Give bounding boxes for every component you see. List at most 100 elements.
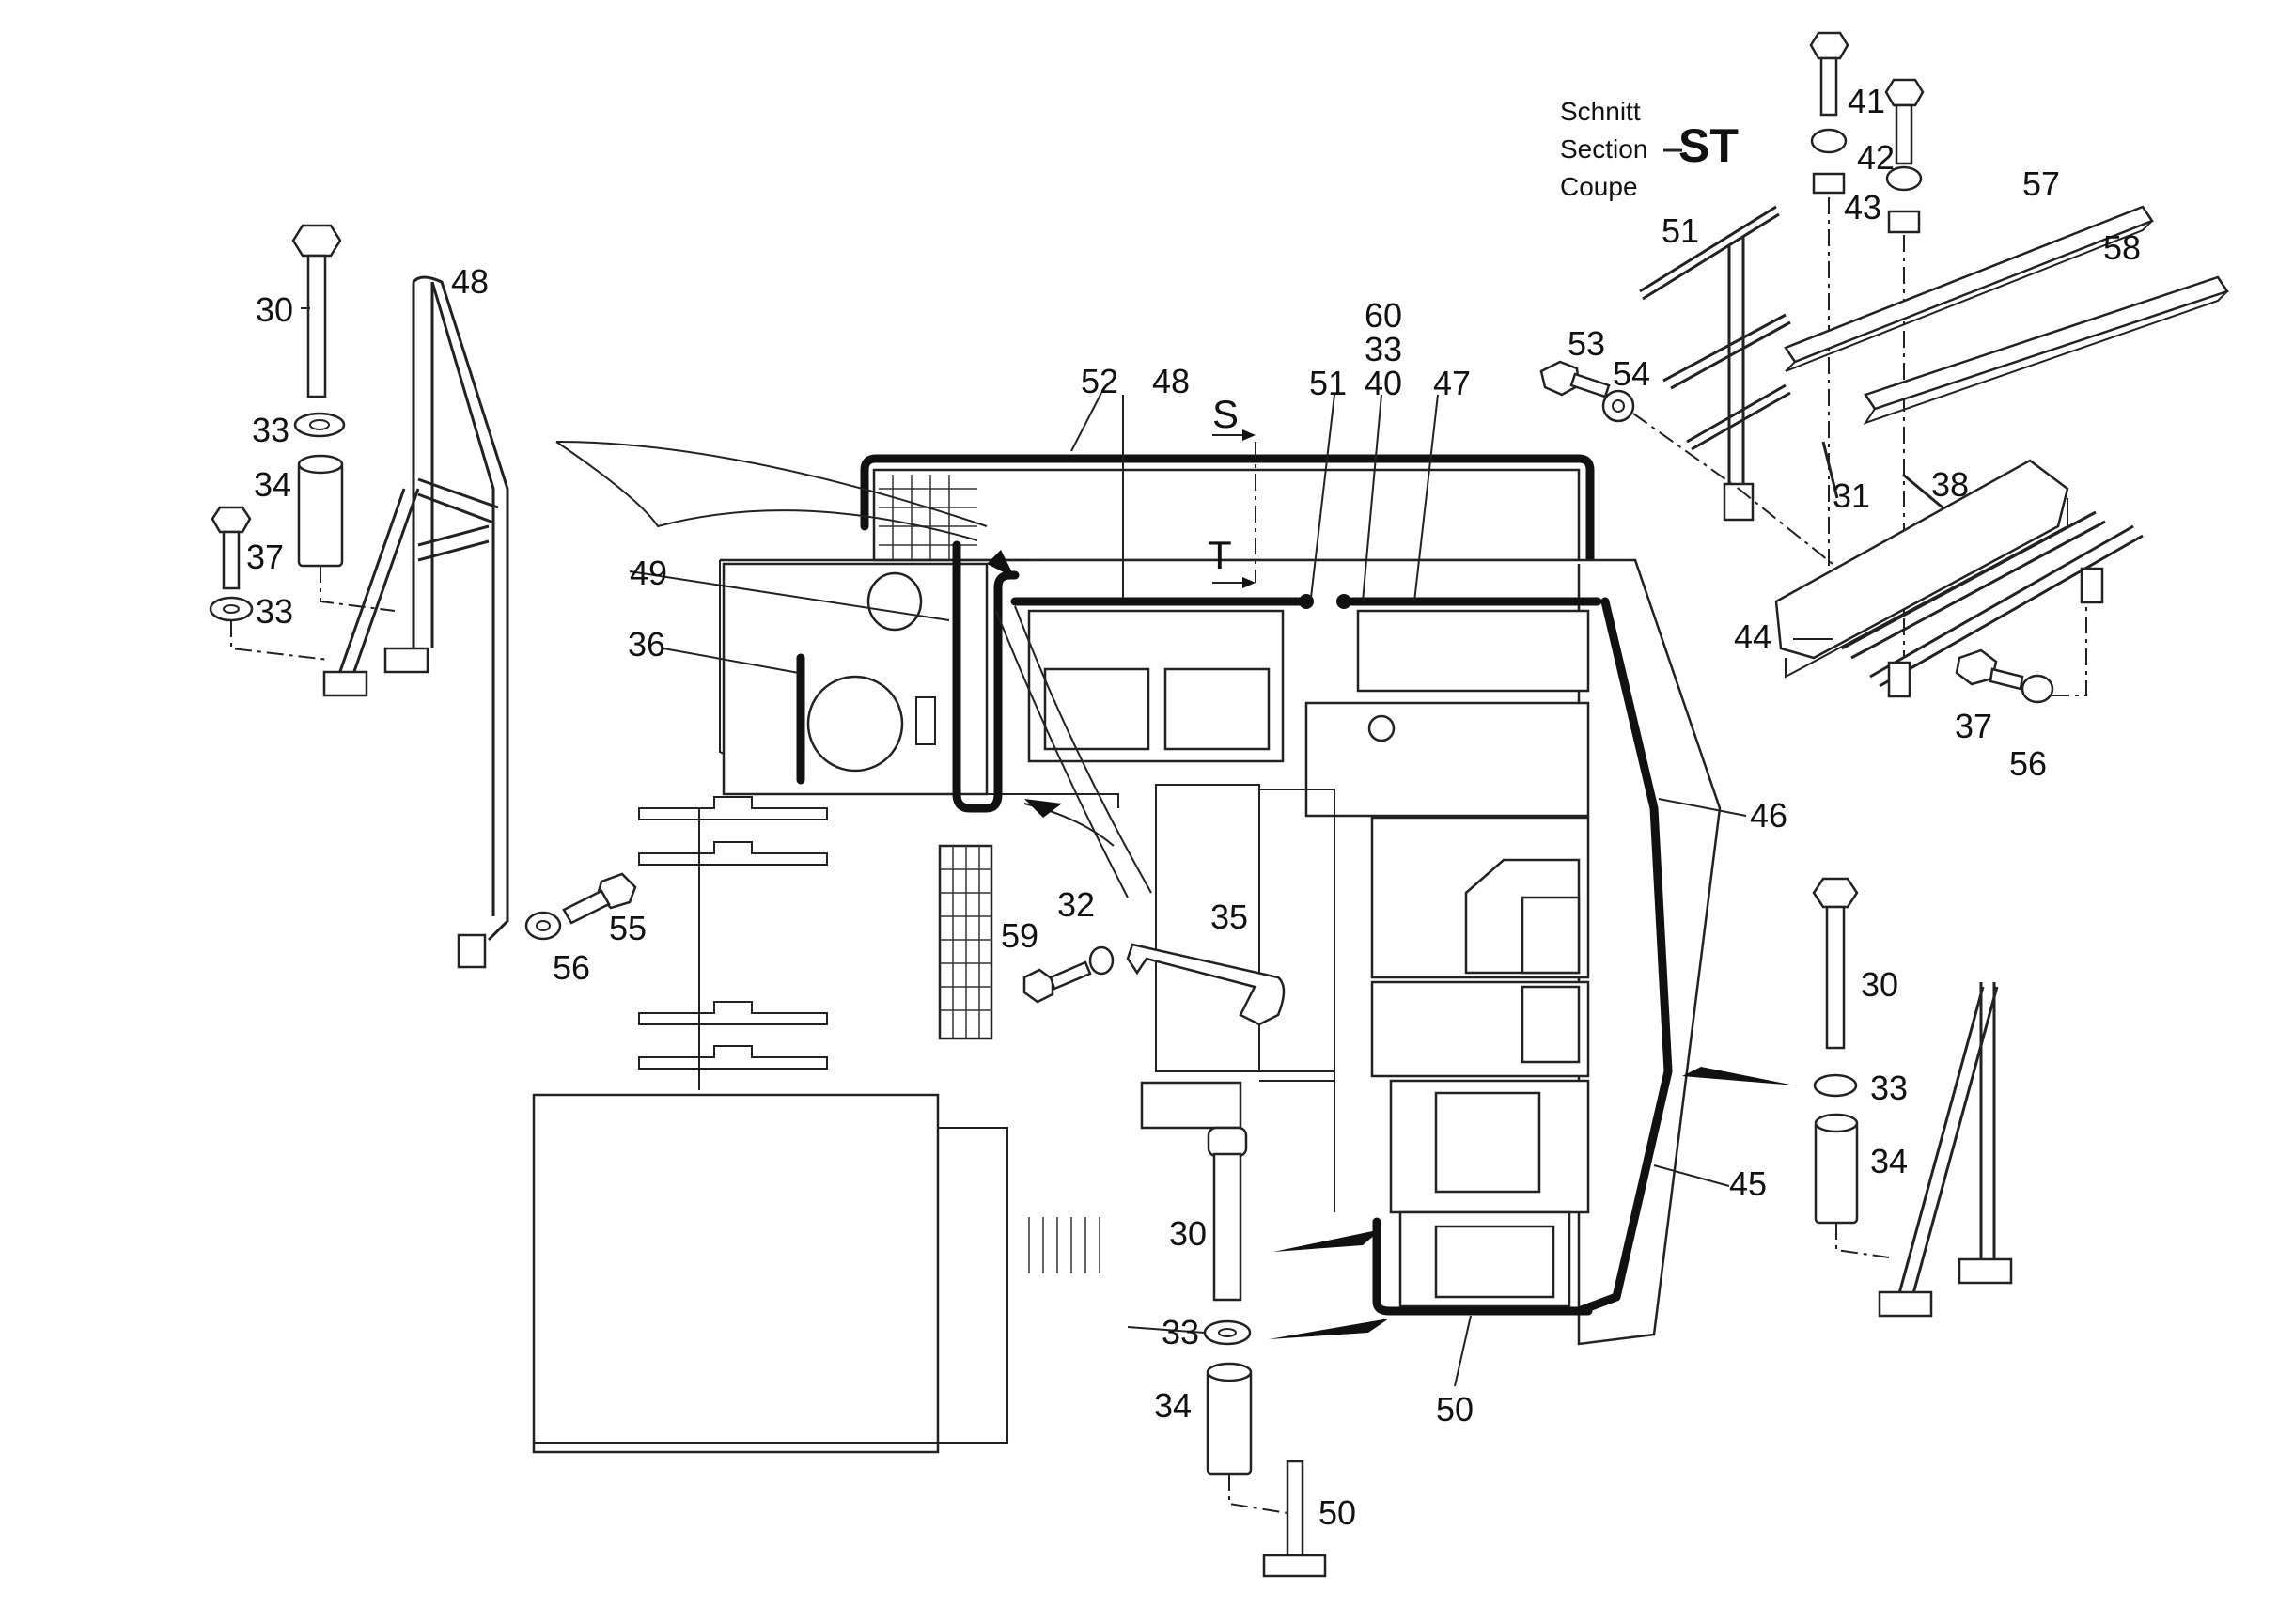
foot-right-a <box>1878 1290 1933 1318</box>
title-coupe: Coupe <box>1560 172 1638 201</box>
bracket-50-foot <box>1262 1554 1327 1578</box>
bolt-30-center-shank <box>1212 1152 1242 1302</box>
callout-50-bottom-frame: 50 <box>1436 1390 1474 1429</box>
foot-right-b <box>1958 1257 2013 1285</box>
nut-43-a <box>1812 172 1846 195</box>
callout-55: 55 <box>609 909 647 947</box>
left-mount-group <box>209 224 509 969</box>
callout-30-right: 30 <box>1861 965 1898 1004</box>
washer-33-lower <box>209 596 254 622</box>
bracket-50-post <box>1286 1460 1304 1571</box>
section-mark-s: S <box>1212 392 1239 436</box>
bolt-41-b-head <box>1884 78 1925 107</box>
callout-48-top-left: 48 <box>451 262 489 301</box>
callout-52: 52 <box>1081 362 1118 400</box>
title-section: Section <box>1560 134 1647 164</box>
bolt-37-shank <box>222 530 241 590</box>
callout-33-left-low: 33 <box>256 592 293 631</box>
frame-48-rail <box>412 275 509 942</box>
callout-32: 32 <box>1057 885 1095 924</box>
title-code: ST <box>1678 119 1739 172</box>
oval-port <box>866 571 923 632</box>
foot-plate-a <box>322 670 368 697</box>
panel-right-1 <box>1304 701 1590 818</box>
chassis-foot-a <box>1887 661 1911 698</box>
callout-30-center: 30 <box>1169 1214 1207 1253</box>
callout-49: 49 <box>630 554 667 592</box>
callout-50-bottom: 50 <box>1318 1493 1356 1532</box>
callout-34-right: 34 <box>1870 1142 1908 1180</box>
bolt-41-a-head <box>1809 31 1849 60</box>
frame-50-bottom <box>1372 1217 1593 1316</box>
bolt-53-shank <box>1569 372 1611 398</box>
callout-59: 59 <box>1001 916 1038 955</box>
washer-33 <box>293 412 346 438</box>
rail-57 <box>1784 205 2154 364</box>
callout-42: 42 <box>1857 138 1895 177</box>
callout-46: 46 <box>1750 796 1787 835</box>
callout-51-right: 51 <box>1662 211 1699 250</box>
washer-42-a <box>1810 128 1848 154</box>
callout-48-center: 48 <box>1152 362 1190 400</box>
main-assembly <box>532 441 1795 1454</box>
callout-54: 54 <box>1613 354 1650 393</box>
callout-60: 60 <box>1365 296 1402 335</box>
bolt-41-b-shank <box>1895 103 1913 165</box>
callout-47: 47 <box>1433 364 1471 402</box>
washer-33-right <box>1813 1073 1858 1098</box>
bolt-30-center-head <box>1207 1126 1248 1158</box>
washer-54 <box>1601 389 1635 423</box>
callout-37-left: 37 <box>246 538 284 576</box>
washer-56 <box>524 911 562 941</box>
round-port <box>806 675 904 773</box>
callout-38: 38 <box>1931 465 1969 504</box>
upper-right-group <box>1539 31 2229 704</box>
washer-32 <box>1088 945 1115 976</box>
callout-33-center: 33 <box>1162 1313 1199 1351</box>
bolt-41-a-shank <box>1819 56 1838 117</box>
bolt-30-shank <box>306 254 327 398</box>
bolt-30-head <box>291 224 342 258</box>
section-marks: S T <box>1208 392 1256 588</box>
bolt-55-group <box>524 872 637 941</box>
handle-35 <box>1126 943 1286 1026</box>
bolt-30-right-head <box>1812 877 1859 909</box>
right-mount-group <box>1812 877 2013 1318</box>
title-block: Schnitt Section Coupe ST <box>1560 97 1739 201</box>
left-tab-stack <box>638 796 828 1090</box>
nut-43-b <box>1887 210 1921 234</box>
bolt-37-right-shank <box>1989 667 2024 691</box>
callout-37-right: 37 <box>1955 707 1992 745</box>
frame-51-rail <box>1639 205 1780 301</box>
callout-44: 44 <box>1734 617 1771 656</box>
callout-33-top-left: 33 <box>252 411 289 449</box>
callout-43: 43 <box>1844 188 1881 226</box>
spacer-34-right <box>1814 1119 1859 1225</box>
bolt-59-group <box>1022 945 1115 1004</box>
chassis-foot-b <box>2080 567 2104 604</box>
callout-56-left: 56 <box>553 948 590 987</box>
callout-33-stack: 33 <box>1365 330 1402 368</box>
callout-53: 53 <box>1568 324 1605 363</box>
clip-31 <box>1821 441 1839 499</box>
callout-51-center: 51 <box>1309 364 1347 402</box>
callout-35: 35 <box>1210 898 1248 936</box>
frame-48-post <box>412 282 434 648</box>
rail-52 <box>860 454 1595 564</box>
bolt-30-right-shank <box>1825 905 1846 1050</box>
bolt-37-head <box>211 506 252 534</box>
right-upper-panel <box>1356 609 1590 693</box>
washer-33-center <box>1203 1320 1252 1346</box>
callout-33-right: 33 <box>1870 1069 1908 1107</box>
base-block <box>532 1093 940 1454</box>
post-right <box>1896 986 1999 1298</box>
foot-plate-b <box>383 647 429 674</box>
callout-36: 36 <box>628 625 665 664</box>
callout-45: 45 <box>1729 1164 1767 1203</box>
leader-lines <box>301 307 1833 1387</box>
title-schnitt: Schnitt <box>1560 97 1641 126</box>
spacer-34 <box>297 461 344 568</box>
center-mount-group <box>1203 1126 1327 1578</box>
